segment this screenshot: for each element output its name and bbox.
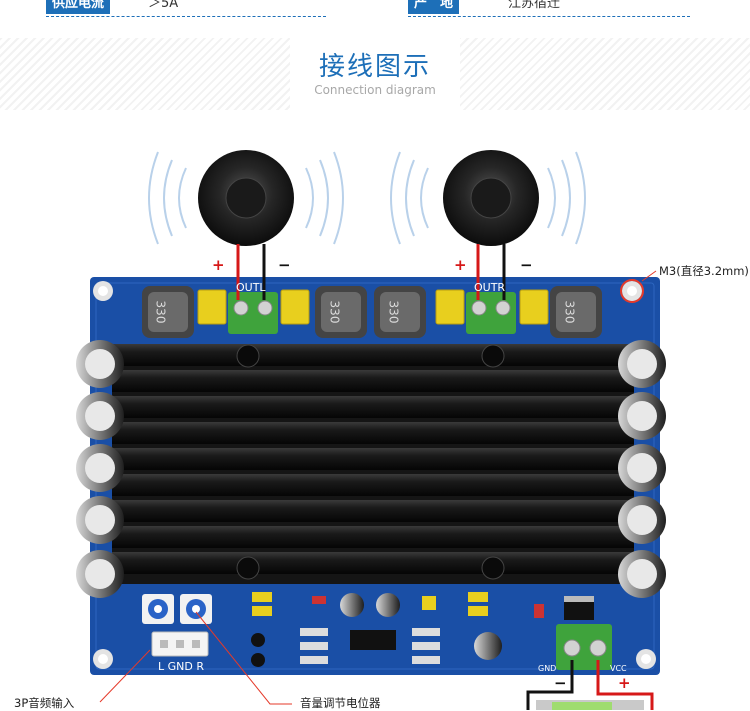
spec-label-current: 供应电流 — [46, 0, 111, 14]
potentiometer-icon — [142, 594, 212, 624]
right-speaker-plus: + — [454, 256, 467, 274]
left-speaker-icon — [198, 150, 294, 246]
section-title: 接线图示 Connection diagram — [290, 38, 460, 110]
section-title-en: Connection diagram — [314, 83, 436, 97]
sound-wave-icon — [390, 151, 586, 245]
power-wire — [526, 660, 654, 710]
power-minus: − — [554, 674, 567, 692]
output-right-label: OUTR — [474, 281, 506, 294]
electrolytic-capacitor-icon — [76, 340, 666, 598]
sound-wave-icon — [148, 151, 344, 245]
left-speaker-minus: − — [278, 256, 291, 274]
spec-divider — [408, 16, 690, 17]
spec-divider — [46, 16, 326, 17]
spec-label-origin: 产 地 — [408, 0, 460, 14]
mount-hole-icon — [93, 281, 656, 669]
inductor-mark: 330 — [327, 300, 342, 324]
vcc-label: VCC — [610, 664, 627, 673]
inductor-mark: 330 — [153, 300, 168, 324]
spec-value-current: ＞5A — [148, 0, 179, 11]
right-speaker-icon — [443, 150, 539, 246]
annotation-line — [99, 270, 657, 705]
inductor-mark: 330 — [562, 300, 577, 324]
input-pins-label: L GND R — [158, 660, 204, 673]
left-speaker-plus: + — [212, 256, 225, 274]
spec-value-origin: 江苏宿迁 — [508, 0, 561, 11]
film-capacitor-icon — [197, 289, 549, 325]
right-speaker-minus: − — [520, 256, 533, 274]
inductor-mark: 330 — [386, 300, 401, 324]
mount-hole-label: M3(直径3.2mm) — [659, 264, 749, 278]
power-plus: + — [618, 674, 631, 692]
input-label: 3P音频输入 — [14, 696, 75, 710]
section-title-zh: 接线图示 — [318, 52, 431, 82]
small-components — [251, 592, 594, 667]
output-left-label: OUTL — [236, 281, 266, 294]
speaker-wire — [236, 244, 506, 300]
inductor-icon — [142, 286, 602, 338]
gnd-label: GND — [538, 664, 557, 673]
output-terminal-icon — [228, 292, 516, 334]
mount-hole-highlight — [620, 279, 644, 303]
heatsink — [112, 344, 634, 584]
spec-bar: 供应电流 ＞5A 产 地 江苏宿迁 — [0, 0, 750, 26]
power-terminal-icon — [556, 624, 612, 670]
volume-label: 音量调节电位器 — [300, 696, 381, 710]
